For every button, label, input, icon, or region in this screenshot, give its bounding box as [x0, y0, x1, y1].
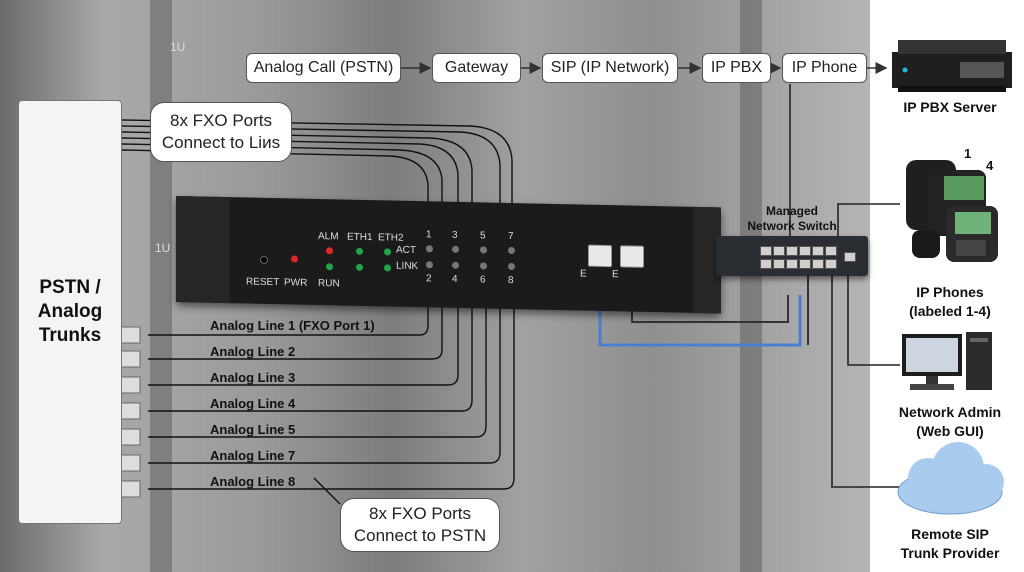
- analog-line-label: Analog Line 8: [210, 474, 296, 489]
- cloud-icon: [897, 442, 1004, 515]
- analog-line-label: Analog Line 5: [210, 422, 296, 437]
- eth1-port-label: E: [580, 268, 587, 280]
- switch-port[interactable]: [812, 259, 824, 269]
- rack-unit-label: 1U: [170, 40, 186, 54]
- callout-top: 8x FXO Ports Connect to Liиs: [150, 102, 292, 162]
- port-led: [426, 245, 433, 253]
- act-led: [384, 248, 391, 256]
- rack-unit-label: 1U: [155, 241, 171, 255]
- switch-port[interactable]: [799, 246, 811, 256]
- switch-port[interactable]: [825, 259, 837, 269]
- flow-step-ip-phone: IP Phone: [782, 53, 867, 83]
- link-led: [384, 264, 391, 272]
- flow-step-analog-call: Analog Call (PSTN): [246, 53, 401, 83]
- switch-port[interactable]: [799, 259, 811, 269]
- analog-line-label: Analog Line 3: [210, 370, 296, 385]
- switch-port[interactable]: [786, 259, 798, 269]
- switch-port[interactable]: [825, 246, 837, 256]
- switch-port[interactable]: [773, 246, 785, 256]
- eth1-link-led: [356, 263, 363, 271]
- network-admin-label: Network Admin (Web GUI): [898, 404, 1002, 439]
- phone-number-label: 4: [986, 158, 994, 173]
- port-led: [508, 246, 515, 255]
- port-number: 8: [508, 274, 514, 287]
- run-led: [326, 263, 333, 271]
- top-line-bundle: [121, 119, 513, 225]
- indicator-eth2-label: ETH2: [378, 232, 404, 244]
- flow-step-gateway: Gateway: [432, 53, 521, 83]
- port-led: [480, 246, 487, 254]
- analog-line-label: Analog Line 7: [210, 448, 296, 463]
- run-label: RUN: [318, 277, 340, 290]
- ip-phones-label: IP Phones (labeled 1-4): [909, 284, 991, 319]
- phone-number-label: 1: [964, 146, 972, 161]
- eth2-port-label: E: [612, 269, 619, 281]
- managed-network-switch: [716, 236, 868, 276]
- indicator-alm-label: ALM: [318, 230, 339, 243]
- act-label: ACT: [396, 244, 416, 257]
- switch-label: Managed Network Switch: [747, 204, 837, 233]
- reset-label: RESET: [246, 276, 280, 289]
- fxo-gateway-device: ALM ETH1 ETH2 RESET PWR RUN ACT LINK 1 3…: [176, 196, 721, 314]
- pwr-label: PWR: [284, 277, 308, 289]
- eth2-port[interactable]: [620, 245, 644, 268]
- port-number: 3: [452, 229, 458, 241]
- rack-ear-left: [176, 196, 230, 304]
- callout-top-line1: 8x FXO Ports: [169, 111, 273, 130]
- port-number: 2: [426, 273, 432, 285]
- pstn-trunks-box: [18, 100, 122, 524]
- port-led: [508, 262, 515, 271]
- rack-rail: [740, 0, 762, 572]
- port-led: [452, 245, 459, 253]
- eth1-port[interactable]: [588, 244, 612, 268]
- analog-line-label: Analog Line 4: [210, 396, 296, 411]
- ip-pbx-server-icon: [892, 40, 1012, 92]
- pstn-jacks: [117, 326, 141, 498]
- callout-bottom: 8x FXO Ports Connect to PSTN: [340, 498, 500, 552]
- reset-button[interactable]: [260, 255, 268, 264]
- eth1-led: [356, 247, 363, 255]
- port-number: 1: [426, 229, 432, 241]
- switch-uplinks: [789, 84, 900, 488]
- port-number: 5: [480, 230, 486, 242]
- switch-port[interactable]: [760, 246, 772, 256]
- port-number: 4: [452, 273, 458, 285]
- switch-uplink-port[interactable]: [844, 252, 856, 262]
- pstn-label: PSTN / Analog Trunks: [37, 277, 103, 346]
- flow-step-ip-pbx: IP PBX: [702, 53, 771, 83]
- remote-sip-label: Remote SIP Trunk Provider: [900, 526, 1000, 561]
- indicator-eth1-label: ETH1: [347, 231, 373, 244]
- port-number: 7: [508, 230, 514, 243]
- switch-port[interactable]: [786, 246, 798, 256]
- callout-bottom-line2: Connect to PSTN: [353, 526, 487, 545]
- analog-line-label: Analog Line 2: [210, 344, 296, 359]
- port-led: [480, 262, 487, 270]
- port-number: 6: [480, 274, 486, 286]
- switch-port[interactable]: [812, 246, 824, 256]
- alm-led: [326, 247, 333, 255]
- pwr-led: [291, 255, 298, 263]
- flow-step-sip: SIP (IP Network): [542, 53, 678, 83]
- ip-pbx-server-label: IP PBX Server: [903, 99, 997, 115]
- port-led: [426, 261, 433, 269]
- link-label: LINK: [396, 260, 419, 273]
- analog-line-label: Analog Line 1 (FXO Port 1): [210, 318, 375, 333]
- port-led: [452, 261, 459, 269]
- switch-port[interactable]: [773, 259, 785, 269]
- computer-icon: [902, 332, 992, 390]
- analog-line-wires: [148, 290, 515, 505]
- switch-port[interactable]: [760, 259, 772, 269]
- callout-top-line2: Connect to Liиs: [161, 133, 281, 152]
- callout-bottom-line1: 8x FXO Ports: [368, 504, 472, 523]
- ip-phones-icon: [906, 160, 998, 262]
